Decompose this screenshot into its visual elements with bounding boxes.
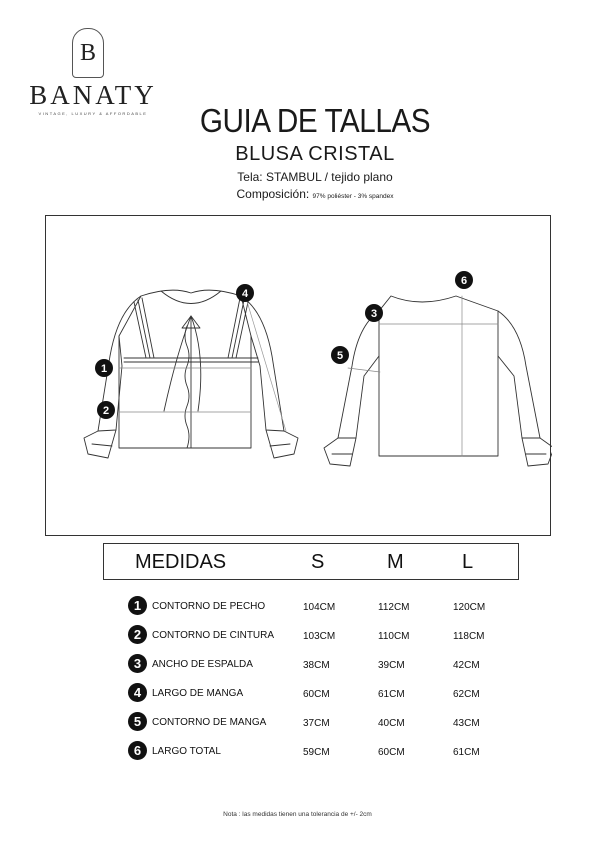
front-view xyxy=(83,289,299,459)
logo-seal: B xyxy=(72,28,104,78)
value-l: 118CM xyxy=(453,631,485,642)
value-l: 42CM xyxy=(453,660,480,671)
marker-4: 4 xyxy=(236,284,254,302)
row-number: 6 xyxy=(128,741,147,760)
value-m: 60CM xyxy=(378,747,405,758)
row-number: 1 xyxy=(128,596,147,615)
value-s: 104CM xyxy=(303,602,336,613)
size-s-label: S xyxy=(311,551,325,573)
svg-text:6: 6 xyxy=(461,275,467,287)
table-row: 1 CONTORNO DE PECHO 104CM 112CM 120CM xyxy=(128,596,528,616)
value-s: 37CM xyxy=(303,718,330,729)
value-m: 110CM xyxy=(378,631,410,642)
table-row: 5 CONTORNO DE MANGA 37CM 40CM 43CM xyxy=(128,712,528,732)
value-m: 39CM xyxy=(378,660,405,671)
composition-value: 97% poliéster - 3% spandex xyxy=(312,193,394,200)
row-label: LARGO DE MANGA xyxy=(152,688,244,699)
value-l: 120CM xyxy=(453,602,486,613)
composition-info: Composición: 97% poliéster - 3% spandex xyxy=(160,187,470,201)
size-l-label: L xyxy=(462,551,474,573)
composition-label: Composición: xyxy=(236,187,310,201)
value-s: 59CM xyxy=(303,747,330,758)
svg-text:5: 5 xyxy=(337,350,343,362)
table-row: 2 CONTORNO DE CINTURA 103CM 110CM 118CM xyxy=(128,625,528,645)
table-row: 3 ANCHO DE ESPALDA 38CM 39CM 42CM xyxy=(128,654,528,674)
garment-diagram: 1 2 3 4 5 6 xyxy=(45,215,552,536)
table-row: 4 LARGO DE MANGA 60CM 61CM 62CM xyxy=(128,683,528,703)
marker-2: 2 xyxy=(97,401,115,419)
svg-text:4: 4 xyxy=(242,288,249,300)
row-label: CONTORNO DE CINTURA xyxy=(152,630,275,641)
row-number: 2 xyxy=(128,625,147,644)
page-title: GUIA DE TALLAS xyxy=(199,102,431,139)
row-number: 4 xyxy=(128,683,147,702)
row-number: 5 xyxy=(128,712,147,731)
row-label: LARGO TOTAL xyxy=(152,746,221,757)
value-s: 38CM xyxy=(303,660,330,671)
value-m: 61CM xyxy=(378,689,405,700)
marker-3: 3 xyxy=(365,304,383,322)
value-l: 43CM xyxy=(453,718,480,729)
size-m-label: M xyxy=(387,551,404,573)
marker-6: 6 xyxy=(455,271,473,289)
value-m: 112CM xyxy=(378,602,410,613)
row-label: CONTORNO DE PECHO xyxy=(152,601,266,612)
product-name: BLUSA CRISTAL xyxy=(235,143,395,165)
value-l: 61CM xyxy=(453,747,480,758)
row-number: 3 xyxy=(128,654,147,673)
value-s: 103CM xyxy=(303,631,336,642)
marker-5: 5 xyxy=(331,346,349,364)
table-row: 6 LARGO TOTAL 59CM 60CM 61CM xyxy=(128,741,528,761)
back-view xyxy=(323,295,552,467)
brand-name: BANATY xyxy=(29,80,157,110)
fabric-info: Tela: STAMBUL / tejido plano xyxy=(237,170,393,184)
row-label: CONTORNO DE MANGA xyxy=(152,717,267,728)
brand-tagline: VINTAGE, LUXURY & AFFORDABLE xyxy=(38,111,148,116)
value-m: 40CM xyxy=(378,718,405,729)
garment-sketch: 1 2 3 4 5 6 xyxy=(83,271,552,467)
tolerance-note: Nota : las medidas tienen una tolerancia… xyxy=(223,811,372,818)
value-l: 62CM xyxy=(453,689,480,700)
measures-label: MEDIDAS xyxy=(135,551,227,573)
marker-1: 1 xyxy=(95,359,113,377)
row-label: ANCHO DE ESPALDA xyxy=(152,659,253,670)
value-s: 60CM xyxy=(303,689,330,700)
measurements-header: MEDIDAS S M L xyxy=(103,543,519,580)
svg-text:1: 1 xyxy=(101,363,107,375)
svg-text:2: 2 xyxy=(103,405,109,417)
logo-monogram: B xyxy=(79,39,96,66)
svg-text:3: 3 xyxy=(371,308,377,320)
